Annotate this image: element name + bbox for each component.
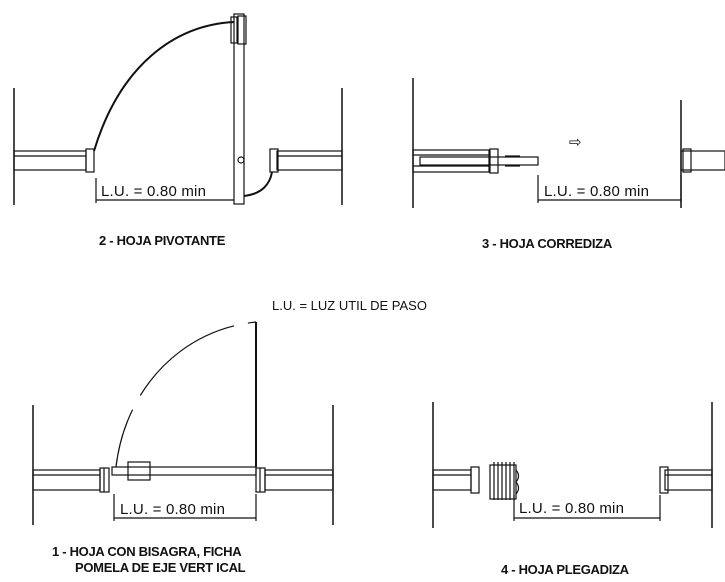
caption-pivot: 2 - HOJA PIVOTANTE: [99, 233, 226, 248]
dimension-line: [113, 494, 257, 521]
right-wall-stub: [659, 466, 713, 494]
caption-folding: 4 - HOJA PLEGADIZA: [501, 562, 630, 577]
hinged-swing-arc: [115, 321, 257, 468]
slide-direction-arrow-icon: ⇨: [569, 133, 582, 151]
dimension-line: [537, 175, 682, 203]
dimension-label: L.U. = 0.80 min: [519, 500, 624, 517]
hinged-door-leaf: [111, 461, 257, 481]
legend-text: L.U. = LUZ UTIL DE PASO: [272, 298, 427, 313]
panel-sliding: ⇨ L.U. = 0.80 min 3 - HOJA CORREDIZA: [412, 78, 725, 251]
caption-hinged-line2: POMELA DE EJE VERT ICAL: [75, 560, 246, 575]
dimension-label: L.U. = 0.80 min: [101, 183, 206, 200]
panel-folding: L.U. = 0.80 min 4 - HOJA PLEGADIZA: [432, 402, 713, 577]
dimension-line: [513, 495, 661, 521]
caption-sliding: 3 - HOJA CORREDIZA: [482, 236, 613, 251]
right-wall-stub: [680, 148, 725, 173]
pivot-swing-arc-inner: [243, 171, 273, 197]
panel-hinged: L.U. = 0.80 min 1 - HOJA CON BISAGRA, FI…: [32, 321, 334, 575]
panel-pivot: L.U. = 0.80 min 2 - HOJA PIVOTANTE: [13, 13, 343, 248]
caption-hinged-line1: 1 - HOJA CON BISAGRA, FICHA: [52, 544, 242, 559]
sliding-door-leaf: [412, 148, 539, 174]
right-wall-stub: [255, 467, 334, 493]
left-wall-stub: [432, 466, 480, 494]
pivot-swing-arc-outer: [93, 21, 235, 152]
right-wall-stub: [269, 148, 343, 173]
folding-door-leaf: [489, 462, 520, 500]
pivot-door-leaf: [230, 13, 247, 205]
left-wall-stub: [13, 148, 95, 173]
dimension-line: [95, 178, 234, 203]
left-wall-stub: [32, 467, 110, 493]
dimension-label: L.U. = 0.80 min: [544, 183, 649, 200]
dimension-label: L.U. = 0.80 min: [120, 501, 225, 518]
